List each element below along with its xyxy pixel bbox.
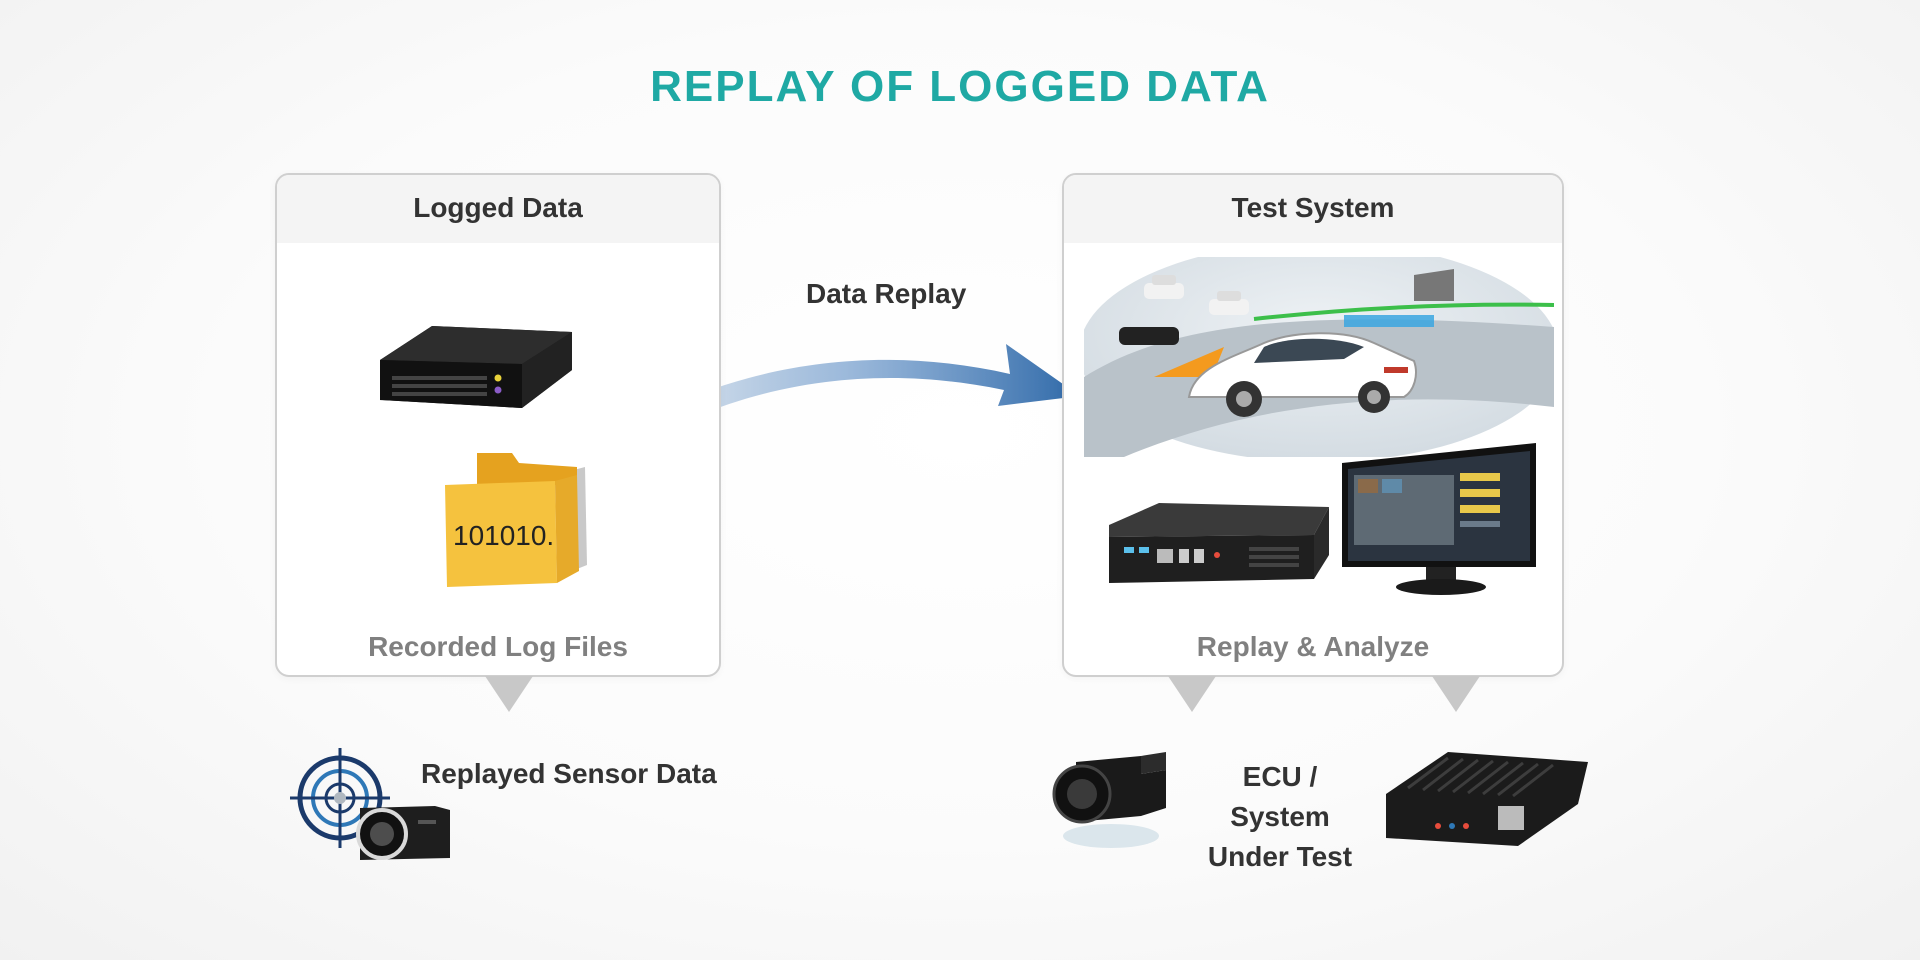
logged-data-panel: Logged Data 101010. Recorded Log Files [275,173,721,677]
test-system-panel: Test System [1062,173,1564,677]
ecu-label-line-1: ECU / [1242,761,1318,792]
right-panel-pointer-1 [1168,676,1216,712]
camera-icon [1052,752,1166,848]
replayed-sensor-data-label: Replayed Sensor Data [421,758,717,789]
ecu-label-line-2: System [1230,801,1330,832]
radar-sensor-icon [290,748,450,860]
right-panel-pointer-2 [1432,676,1480,712]
logged-data-caption: Recorded Log Files [368,631,628,662]
road-scene-image [1084,257,1554,457]
folder-icon: 101010. [445,453,587,587]
replay-arrow [610,344,1080,454]
test-system-caption: Replay & Analyze [1196,631,1430,662]
main-car [1187,332,1417,417]
monitor-icon [1342,443,1536,595]
computer-unit-icon [1109,503,1329,583]
server-icon [380,326,572,408]
ecu-label-line-3: Under Test [1207,841,1353,872]
ecu-system-under-test-label: ECU / System Under Test [1190,757,1370,877]
page-title: REPLAY OF LOGGED DATA [650,62,1270,111]
folder-binary-text: 101010. [453,520,554,551]
left-panel-pointer [485,676,533,712]
test-system-header: Test System [1064,175,1562,243]
car-small-1 [1144,275,1184,299]
logged-data-header: Logged Data [277,175,719,243]
data-replay-label: Data Replay [806,278,967,309]
ecu-device-icon [1386,752,1588,846]
